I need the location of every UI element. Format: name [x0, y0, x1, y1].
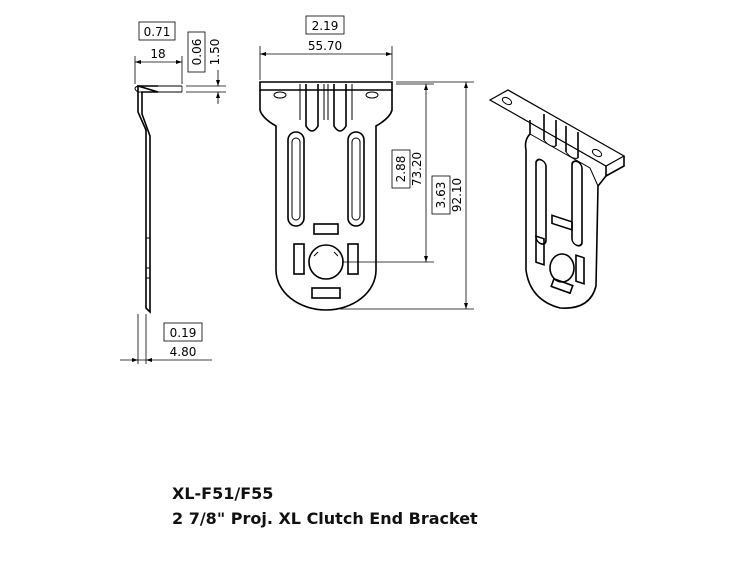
side-offset-in: 0.06 [190, 39, 204, 66]
model-number: XL-F51/F55 [172, 484, 274, 503]
front-plate-outline [259, 90, 393, 311]
front-width-mm: 55.70 [308, 39, 342, 53]
iso-top-flange [488, 89, 626, 167]
front-view: 2.19 55.70 2.88 73.20 3.63 92.10 [259, 15, 474, 311]
side-offset-mm: 1.50 [208, 39, 222, 66]
side-width-in: 0.71 [144, 25, 171, 39]
iso-plate-outline [524, 120, 607, 309]
thickness-mm: 4.80 [170, 345, 197, 359]
side-view: 18 0.71 0.06 1.50 0.19 4.80 [120, 21, 226, 364]
front-width-in: 2.19 [312, 19, 339, 33]
total-height-in: 3.63 [434, 182, 448, 209]
front-top-flange [259, 81, 393, 91]
thickness-in: 0.19 [170, 326, 197, 340]
hole-height-in: 2.88 [394, 156, 408, 183]
isometric-view [488, 89, 626, 309]
product-description: 2 7/8" Proj. XL Clutch End Bracket [172, 509, 478, 528]
hole-height-mm: 73.20 [410, 152, 424, 186]
side-width-mm: 18 [150, 47, 165, 61]
total-height-mm: 92.10 [450, 178, 464, 212]
